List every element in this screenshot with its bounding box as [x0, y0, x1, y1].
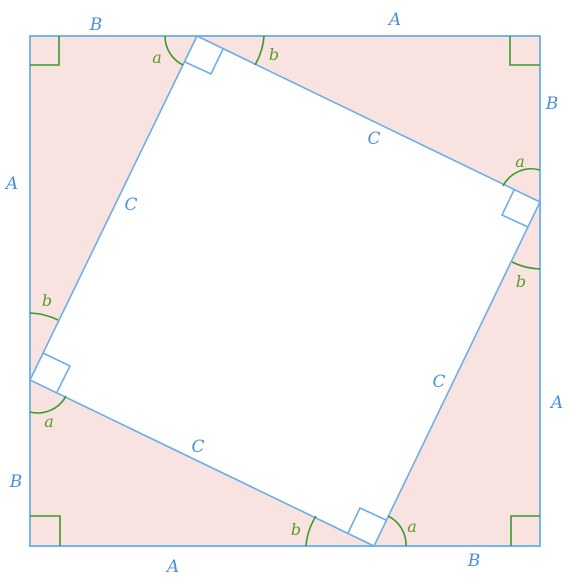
angle-arc-top-b: [254, 35, 265, 66]
angle-arc-bottom-a: [387, 515, 407, 547]
side-label-right-bottom-a: A: [549, 393, 563, 413]
right-angle-mark-inner-top: [184, 48, 224, 76]
angle-label-right-a: a: [515, 152, 525, 171]
angle-label-top-a: a: [152, 48, 162, 67]
angle-label-left-a: a: [44, 412, 54, 431]
angle-arc-top-a: [164, 35, 184, 66]
right-angle-mark-top-right: [509, 36, 540, 66]
angle-arc-right-b: [511, 261, 541, 270]
hypotenuse-label-bottom-right: C: [432, 372, 445, 392]
right-angle-mark-inner-left: [42, 352, 72, 393]
hypotenuse-label-bottom-left: C: [191, 437, 204, 457]
angle-label-bottom-a: a: [407, 517, 417, 536]
angle-label-right-b: b: [516, 272, 526, 291]
side-label-bottom-left-a: A: [165, 557, 179, 577]
angle-label-top-b: b: [269, 45, 279, 64]
right-angle-mark-inner-right: [500, 189, 529, 228]
side-label-top-right-a: A: [387, 10, 401, 30]
angle-arc-bottom-b: [305, 515, 317, 547]
right-angle-mark-bottom-left: [30, 515, 61, 546]
side-label-top-left-b: B: [89, 15, 103, 35]
angle-arc-left-b: [29, 312, 59, 321]
side-label-right-top-b: B: [545, 94, 559, 114]
right-angle-mark-top-left: [30, 36, 60, 66]
outer-square: [29, 35, 541, 547]
right-angle-mark-inner-bottom: [347, 506, 387, 534]
angle-label-left-b: b: [42, 291, 52, 310]
side-label-left-top-a: A: [4, 174, 18, 194]
hypotenuse-label-top-left: C: [124, 195, 137, 215]
hypotenuse-label-top-right: C: [367, 129, 380, 149]
angle-label-bottom-b: b: [291, 520, 301, 539]
side-label-bottom-right-b: B: [467, 551, 481, 571]
angle-arc-left-a: [29, 395, 67, 414]
right-angle-mark-bottom-right: [510, 515, 540, 546]
angle-arc-right-a: [502, 168, 541, 187]
side-label-left-bottom-b: B: [9, 472, 23, 492]
